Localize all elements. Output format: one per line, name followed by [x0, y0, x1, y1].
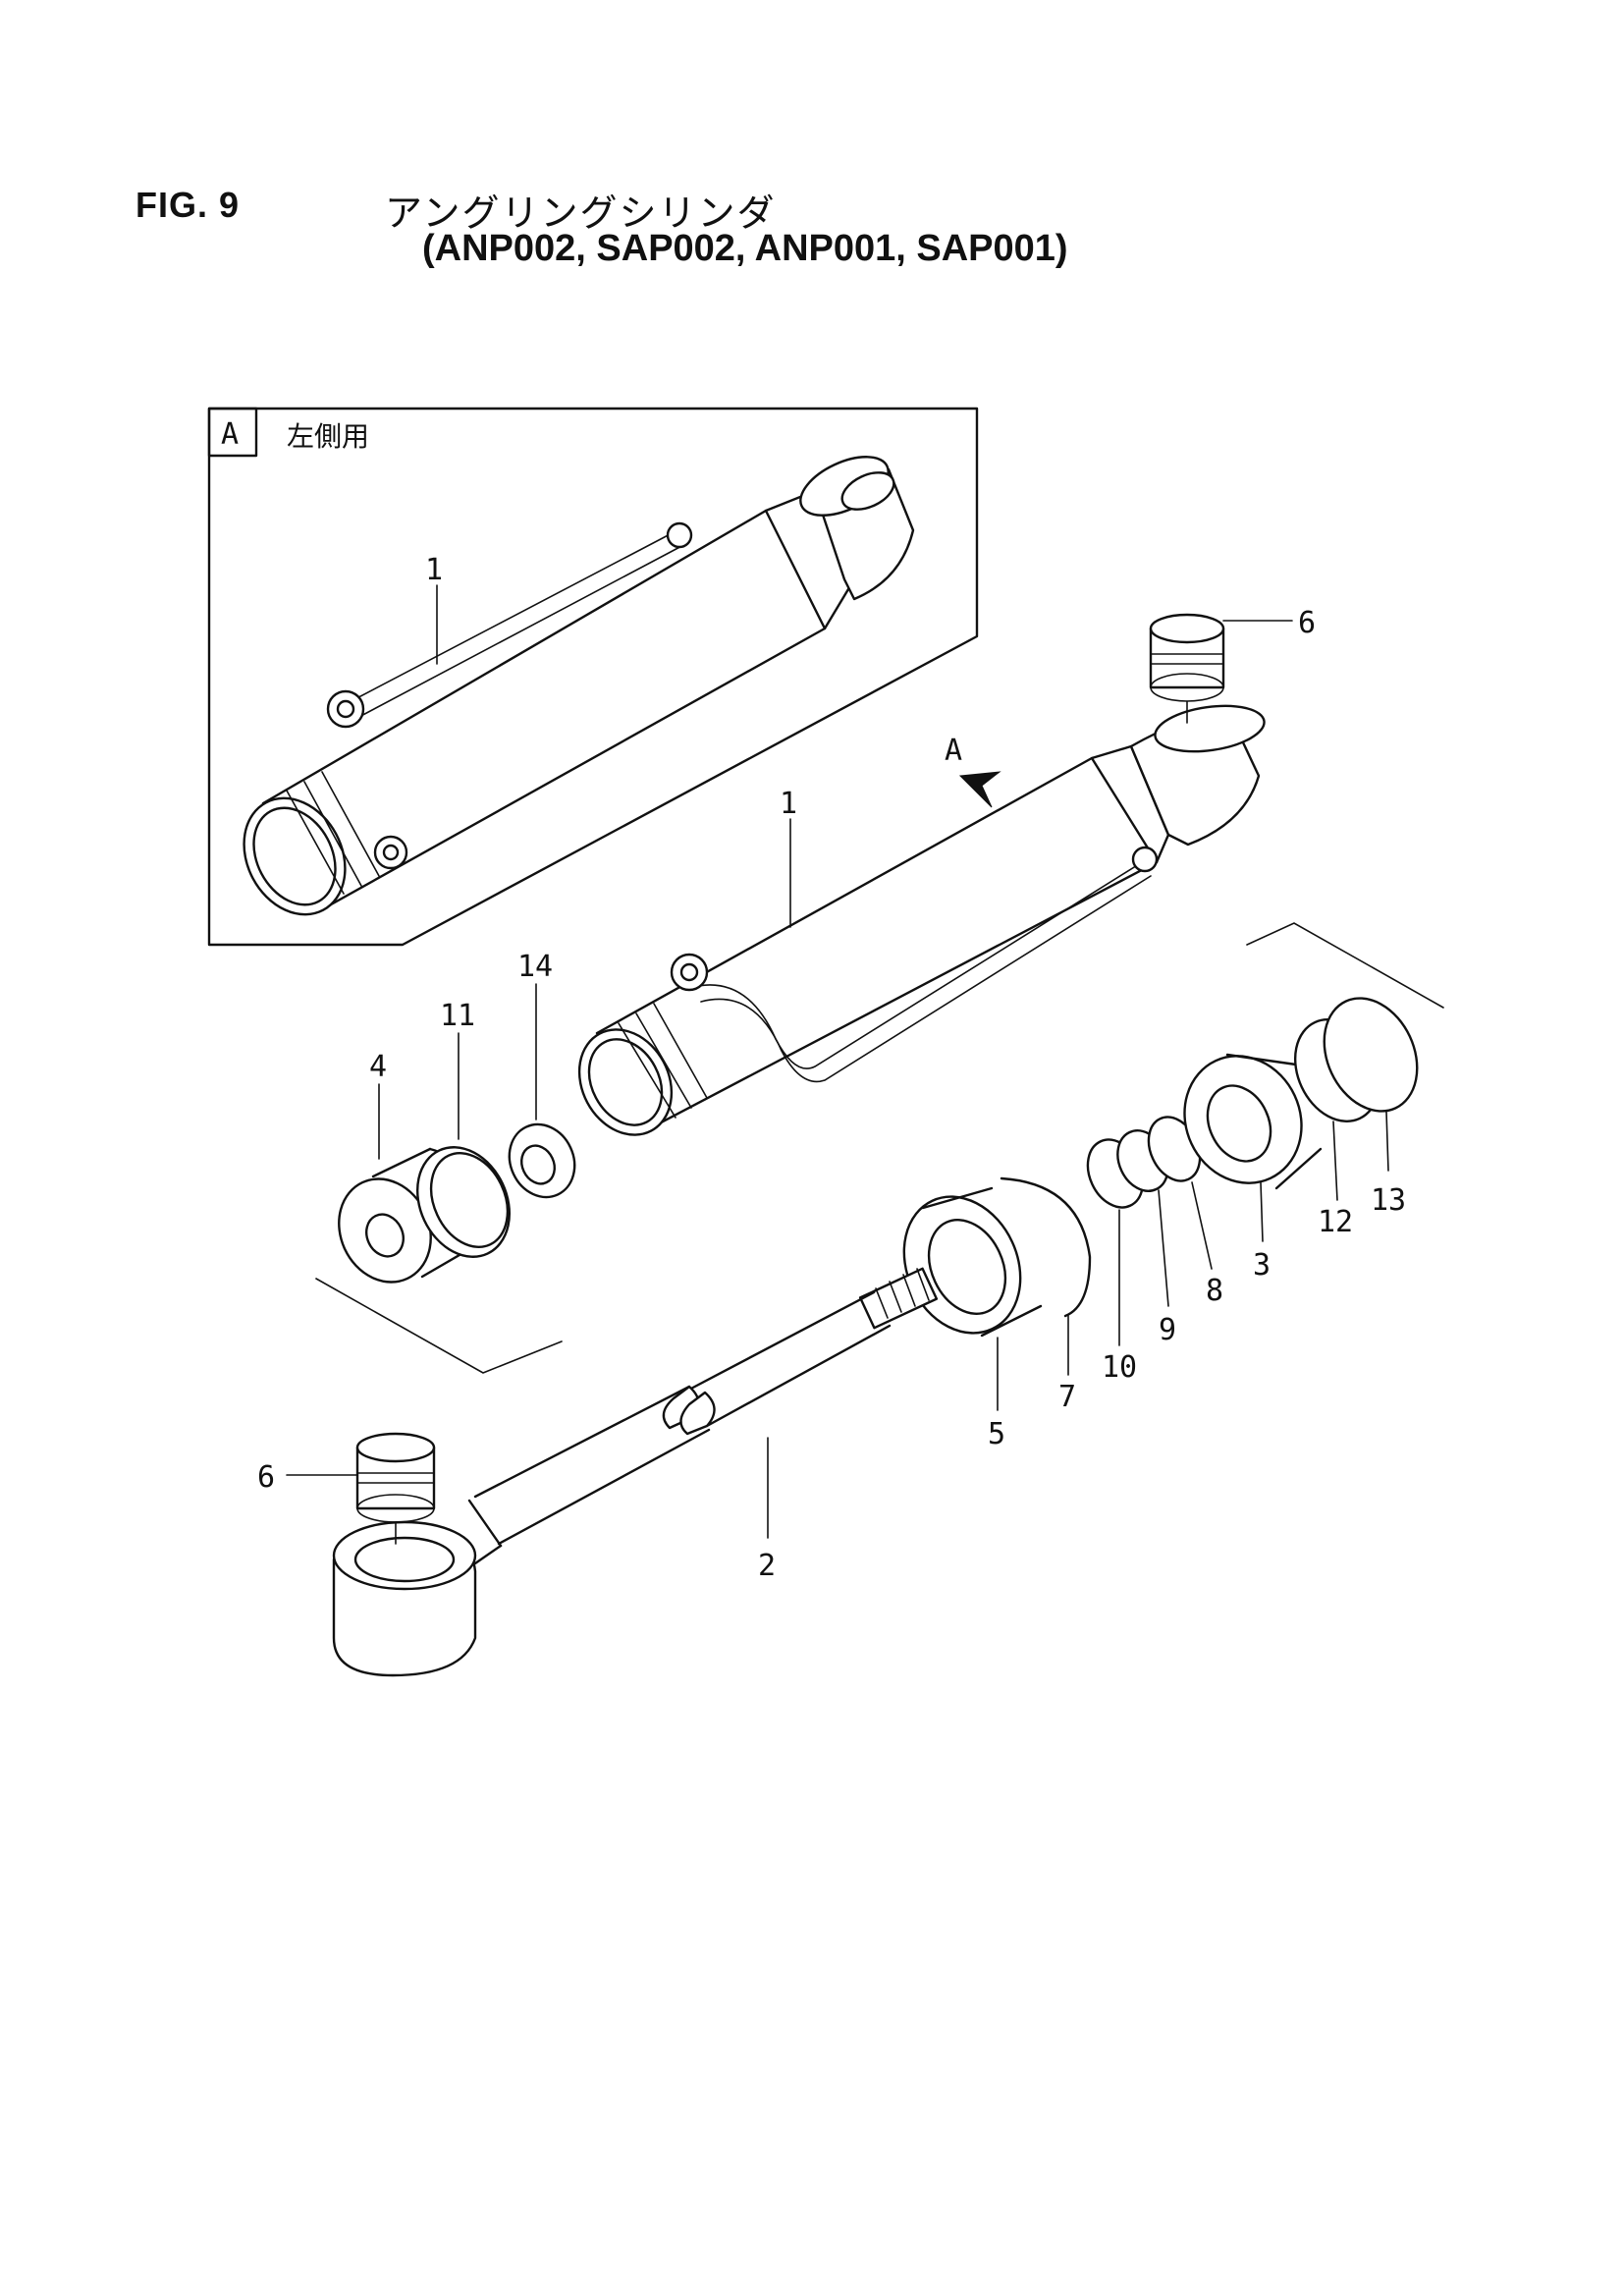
model-list: (ANP002, SAP002, ANP001, SAP001) [422, 228, 1068, 269]
part-label-2: 2 [758, 1549, 776, 1583]
figure-title: アングリングシリンダ [385, 191, 777, 235]
part-label-6-top: 6 [1298, 606, 1316, 640]
main-cylinder-tube [577, 704, 1266, 1136]
inset-tag: A [221, 417, 239, 452]
inset-caption: 左側用 [287, 420, 369, 453]
part-label-10: 10 [1102, 1350, 1137, 1385]
inset-cylinder-tube [243, 456, 915, 916]
part-label-9: 9 [1159, 1313, 1176, 1347]
view-arrow-icon [958, 771, 1001, 808]
inset-part-label-1: 1 [425, 553, 443, 587]
part-label-1: 1 [780, 787, 797, 821]
inset-tag-box [207, 407, 258, 458]
view-arrow-label: A [945, 734, 962, 768]
piston-rod [332, 1267, 939, 1677]
part-label-11: 11 [440, 999, 475, 1033]
inset-a: A 左側用 1 [207, 407, 979, 947]
dust-seal-13 [1323, 997, 1419, 1113]
rod-cover [902, 1186, 1043, 1338]
piston-seal [415, 1146, 512, 1258]
part-label-12: 12 [1318, 1205, 1353, 1239]
part-label-3: 3 [1253, 1248, 1271, 1283]
part-label-5: 5 [988, 1417, 1005, 1451]
bushing-left [355, 1432, 436, 1545]
part-label-7: 7 [1058, 1380, 1076, 1414]
part-label-4: 4 [369, 1050, 387, 1084]
gland [1183, 1053, 1323, 1190]
nut [508, 1122, 576, 1199]
part-label-13: 13 [1371, 1183, 1406, 1218]
part-label-14: 14 [517, 950, 553, 984]
snap-ring [1000, 1176, 1092, 1318]
part-label-8: 8 [1206, 1274, 1223, 1308]
part-label-6-left: 6 [257, 1460, 275, 1495]
bushing-top [1149, 613, 1225, 724]
figure-number: FIG. 9 [135, 185, 241, 225]
